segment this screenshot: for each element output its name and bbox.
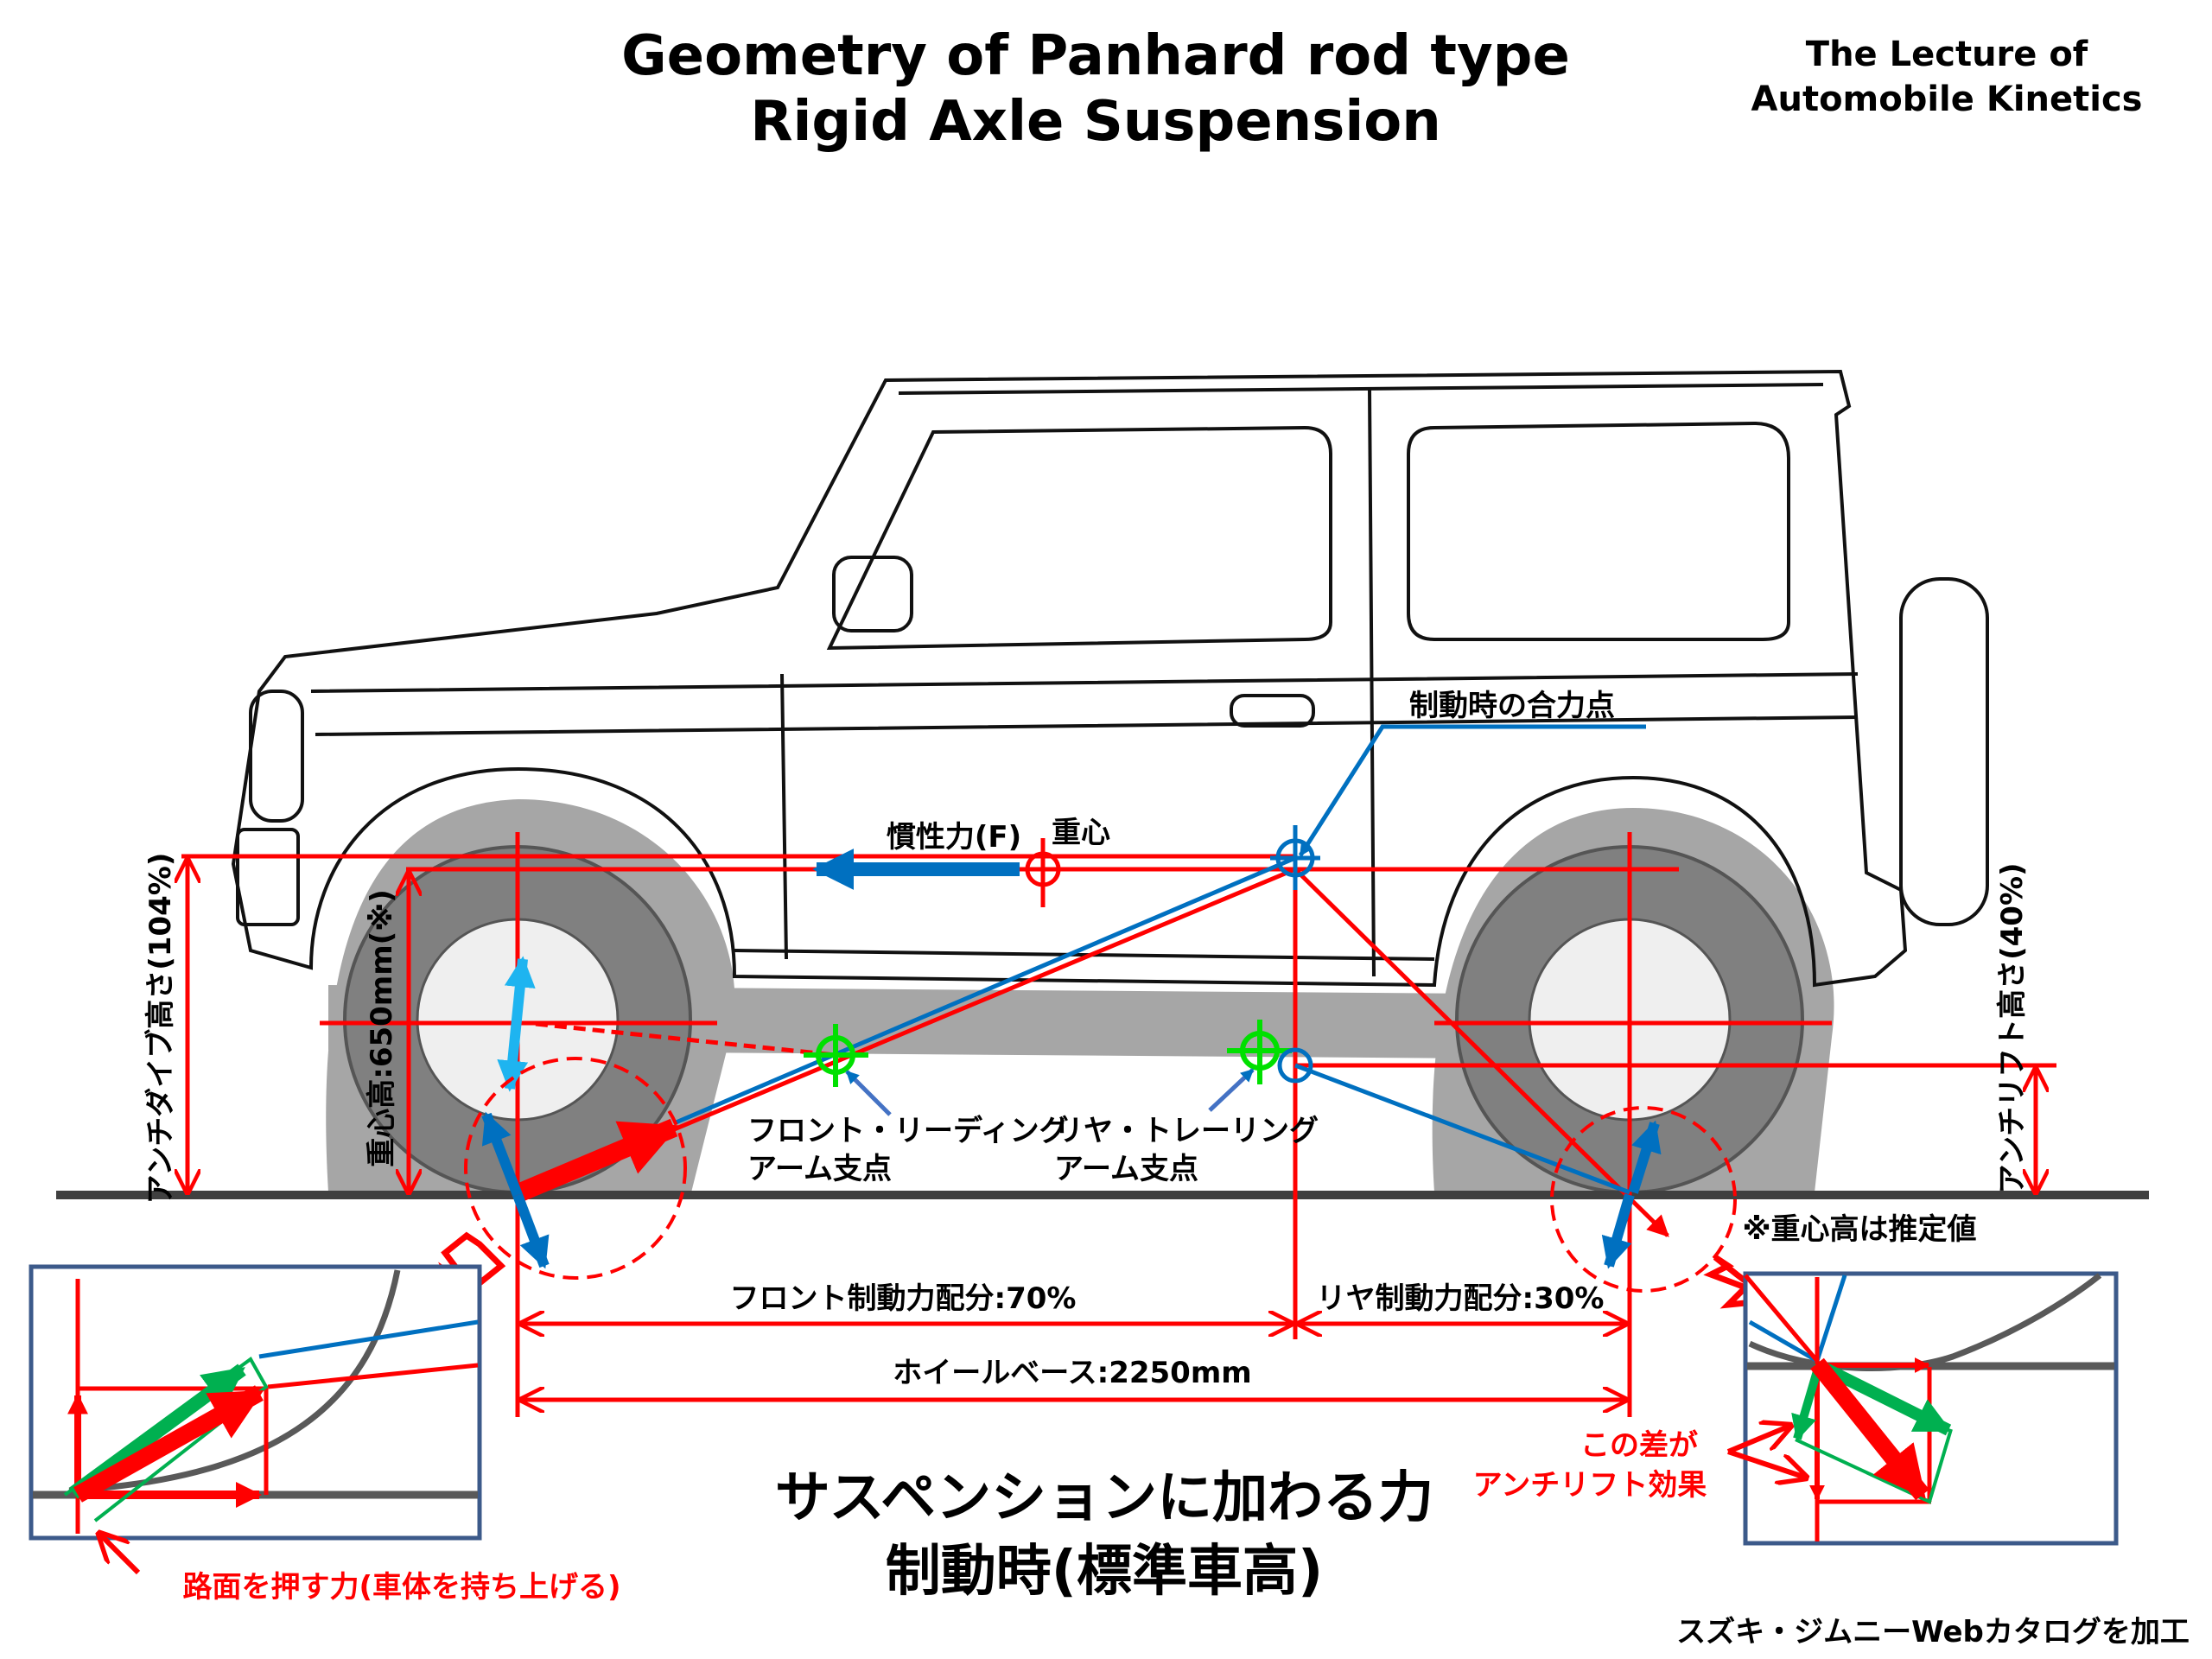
mirror — [832, 556, 913, 632]
rear-ratio-label: リヤ制動力配分:30% — [1317, 1281, 1605, 1316]
body-outline — [231, 369, 1908, 988]
inertia-force-label: 慣性力(F) — [887, 820, 1021, 855]
anti-lift-effect-label-2: アンチリフト効果 — [1473, 1468, 1707, 1503]
rear-blue-arrow-down — [1601, 1193, 1635, 1269]
rear-pivot-marker — [1227, 1020, 1313, 1084]
cg-label: 重心 — [1052, 816, 1110, 850]
series-line-1: The Lecture of — [1806, 35, 2088, 74]
cg-height-label: 重心高:650mm(※) — [365, 889, 399, 1167]
front-brake-force-arrow — [510, 1118, 680, 1205]
road-push-force-label: 路面を押す力(車体を持ち上げる) — [182, 1570, 620, 1605]
rear-pivot-pointer — [1208, 1068, 1255, 1112]
front-blue-arrow-down — [512, 1192, 550, 1269]
door-line — [780, 388, 1376, 977]
front-pivot-label-1: フロント・リーディング — [747, 1114, 1069, 1148]
anti-lift-label: アンチリフト高さ(40%) — [1995, 862, 2030, 1193]
front-contact-inset — [29, 1264, 482, 1575]
front-window — [826, 425, 1332, 651]
series-line-2: Automobile Kinetics — [1751, 79, 2143, 119]
anti-lift-effect-label-1: この差が — [1580, 1428, 1698, 1463]
front-pivot-label-2: アーム支点 — [747, 1152, 892, 1186]
caption-line-2: 制動時(標準車高) — [886, 1540, 1324, 1604]
title-line-2: Rigid Axle Suspension — [750, 90, 1441, 154]
rear-pivot-label-1: リヤ・トレーリング — [1054, 1114, 1319, 1148]
resultant-point-label: 制動時の合力点 — [1409, 689, 1615, 723]
spare-tire — [1899, 577, 1989, 926]
front-pivot-pointer — [845, 1070, 892, 1116]
rear-pivot-label-2: アーム支点 — [1054, 1152, 1198, 1186]
cg-marker — [1020, 851, 1066, 887]
front-pivot-marker — [804, 1024, 868, 1087]
front-blue-arrow-up — [481, 1111, 523, 1198]
rear-zoom-circle — [1550, 1106, 1737, 1293]
resultant-point-marker — [1270, 825, 1320, 890]
rear-blue-arrow-up — [1628, 1120, 1662, 1194]
front-zoom-circle — [464, 1057, 687, 1280]
cg-note: ※重心高は推定値 — [1742, 1212, 1976, 1247]
anti-dive-label: アンチダイブ高さ(104%) — [143, 853, 178, 1205]
vehicle-illustration — [231, 369, 1989, 1194]
rear-contact-inset — [1726, 1271, 2119, 1546]
door-handle — [1230, 694, 1315, 728]
headlight — [249, 690, 304, 823]
resultant-leader — [1298, 724, 1646, 857]
wheelbase-label: ホイールベース:2250mm — [893, 1356, 1251, 1390]
caption-line-1: サスペンションに加わる力 — [775, 1466, 1433, 1530]
source-credit: スズキ・ジムニーWebカタログを加工 — [1676, 1615, 2190, 1649]
grille — [236, 828, 300, 926]
front-suspension-stroke-arrow — [497, 956, 536, 1092]
title-line-1: Geometry of Panhard rod type — [621, 24, 1570, 88]
front-ratio-label: フロント制動力配分:70% — [730, 1281, 1077, 1316]
rear-window — [1407, 421, 1790, 641]
